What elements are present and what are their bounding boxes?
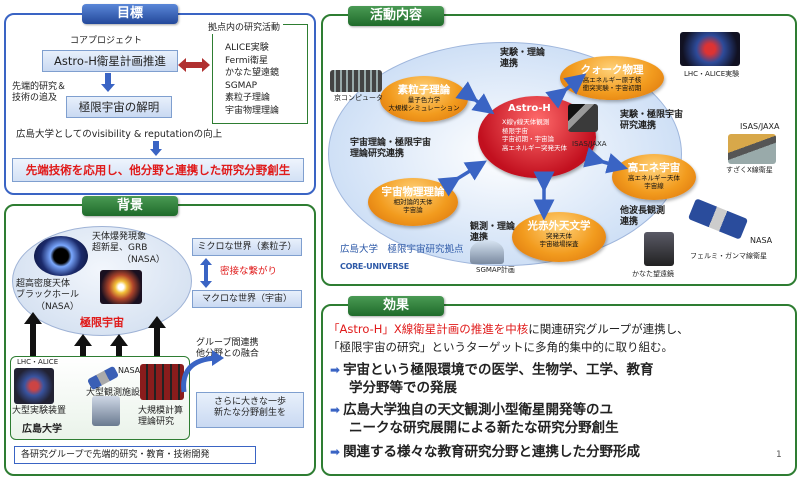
goal-tab: 目標 xyxy=(82,4,178,24)
effect-bullet-1: ➡宇宙という極限環境での医学、生物学、工学、教育 学分野等での発展 xyxy=(330,362,654,396)
link-label-1: 実験・理論連携 xyxy=(500,48,546,70)
down-arrow-icon xyxy=(150,141,162,156)
further-step-box: さらに大きな一歩新たな分野創生を xyxy=(196,392,304,428)
telescope-image-icon xyxy=(92,396,120,426)
up-arrow-icon xyxy=(74,334,92,346)
page-number: 1 xyxy=(776,450,782,460)
suzaku-satellite-image-icon xyxy=(728,134,776,164)
nasa-label: NASA xyxy=(118,366,141,375)
effect-intro-2: 「極限宇宙の研究」というターゲットに多角的集中的に取り組む。 xyxy=(328,340,673,354)
suzaku-label: すざくX線衛星 xyxy=(726,166,773,174)
effect-tab: 効果 xyxy=(348,296,444,316)
core-project-label: コアプロジェクト xyxy=(70,36,143,46)
connection-arrows xyxy=(437,73,629,221)
extreme-universe-box: 極限宇宙の解明 xyxy=(66,96,172,118)
group-collaboration-label: グループ間連携他分野との融合 xyxy=(196,338,259,360)
supercomputer-label: 京コンピュータ xyxy=(334,94,383,102)
connection-label: 密接な繋がり xyxy=(220,266,278,277)
astro-h-box: Astro-H衛星計画推進 xyxy=(42,50,178,72)
activities-title: 拠点内の研究活動 xyxy=(205,23,284,35)
footer-box: 各研究グループで先端的研究・教育・技術開発 xyxy=(14,446,256,464)
core-universe-label: CORE-UNIVERSE xyxy=(340,262,409,271)
supercomputer-image-icon xyxy=(330,70,382,92)
left-right-arrow-icon xyxy=(178,58,210,72)
optical-astronomy-node: 光赤外天文学 突発天体 宇宙磁場探査 xyxy=(512,212,606,262)
goal-bottom-box: 先端技術を応用し、他分野と連携した研究分野創生 xyxy=(12,158,304,182)
blackhole-image-icon xyxy=(34,236,88,276)
down-arrow-icon xyxy=(101,73,115,92)
supernova-image-icon xyxy=(100,270,142,304)
up-arrow-icon xyxy=(24,312,42,324)
effect-bullet-3: ➡関連する様々な教育研究分野と連携した分野形成 xyxy=(330,444,641,460)
link-label-5: 他波長観測連携 xyxy=(620,206,666,228)
link-label-3: 実験・極限宇宙研究連携 xyxy=(620,110,684,132)
effect-bullet-2: ➡広島大学独自の天文観測小型衛星開発等のユ ニークな研究展開による新たな研究分野… xyxy=(330,402,619,436)
lhc-alice-image-icon xyxy=(680,32,740,66)
fermi-label: フェルミ・ガンマ線衛星 xyxy=(690,252,767,260)
particle-theory-node: 素粒子理論 量子色力学 大規模シミュレーション xyxy=(380,76,468,122)
isas-label: ISAS/JAXA xyxy=(740,122,780,131)
blackhole-label: 超高密度天体ブラックホール（NASA） xyxy=(16,279,80,312)
arrow-bullet-icon: ➡ xyxy=(330,403,341,417)
astro-h-center-items: X線γ線天体観測極限宇宙 宇宙初期・宇宙論高エネルギー突発天体 xyxy=(502,118,567,152)
sgmap-label: SGMAP計画 xyxy=(476,266,515,274)
nasa-label: NASA xyxy=(750,236,773,245)
large-observation-label: 大型観測施設 xyxy=(86,388,141,398)
background-tab: 背景 xyxy=(82,196,178,216)
large-computing-label: 大規模計算理論研究 xyxy=(138,406,184,428)
activity-tab: 活動内容 xyxy=(348,6,444,26)
supercomputer-image-icon xyxy=(140,364,184,400)
lhc-detector-image-icon xyxy=(14,368,54,404)
curved-arrow-icon xyxy=(181,350,224,393)
up-arrow-icon xyxy=(110,334,128,346)
astro-h-isas-label: ISAS/JAXA xyxy=(572,140,607,148)
micro-world-box: ミクロな世界（素粒子） xyxy=(192,238,302,256)
kanata-telescope-image-icon xyxy=(644,232,674,266)
extreme-universe-label: 極限宇宙 xyxy=(80,316,124,329)
arrow-bullet-icon: ➡ xyxy=(330,363,341,377)
up-arrow-shaft xyxy=(154,326,160,372)
link-label-2: 宇宙理論・極限宇宙理論研究連携 xyxy=(350,138,432,160)
pursuit-label: 先端的研究＆技術の追及 xyxy=(12,82,67,104)
high-energy-universe-node: 高エネ宇宙 高エネルギー天体 宇宙線 xyxy=(612,154,696,200)
phenomena-label: 天体爆発現象超新星、GRB（NASA） xyxy=(92,232,165,265)
large-experiment-label: 大型実験装置 xyxy=(12,406,67,416)
sgmap-image-icon xyxy=(470,240,504,264)
link-label-4: 観測・理論連携 xyxy=(470,222,516,244)
up-arrow-shaft xyxy=(30,322,36,362)
astro-h-center-title: Astro-H xyxy=(508,103,551,114)
hiroshima-label: 広島大学 xyxy=(22,424,62,435)
lhc-alice-label: LHC・ALICE実験 xyxy=(684,70,740,78)
lhc-label: LHC・ALICE xyxy=(16,358,60,367)
effect-intro-1: 「Astro-H」X線衛星計画の推進を中核に関連研究グループが連携し、 xyxy=(328,322,689,336)
effect-panel xyxy=(321,304,797,476)
up-arrow-icon xyxy=(148,316,166,328)
kanata-label: かなた望遠鏡 xyxy=(632,270,674,278)
hub-label: 広島大学 極限宇宙研究拠点 xyxy=(340,244,464,255)
up-down-arrow-icon xyxy=(200,258,212,288)
macro-world-box: マクロな世界（宇宙） xyxy=(192,290,302,308)
arrow-bullet-icon: ➡ xyxy=(330,445,341,459)
visibility-label: 広島大学としてのvisibility & reputationの向上 xyxy=(16,129,223,140)
